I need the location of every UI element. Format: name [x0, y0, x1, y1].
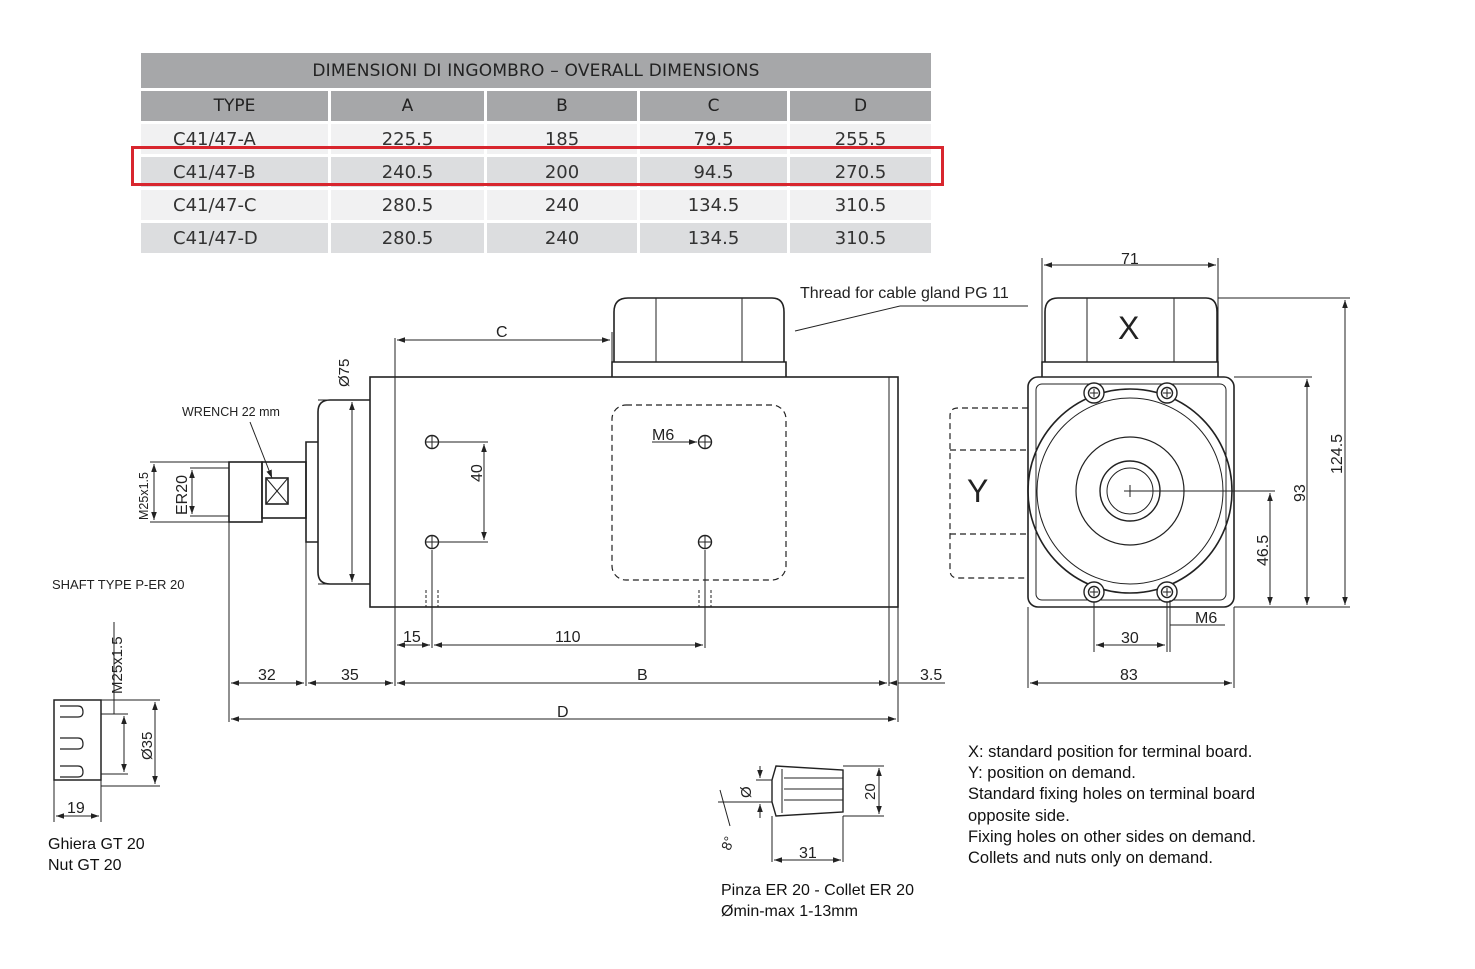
terminal-box-x — [1044, 297, 1218, 362]
cell-b: 240 — [484, 187, 637, 220]
cell-a: 240.5 — [328, 154, 484, 187]
spindle-nut — [228, 461, 263, 523]
collet-caption-line: Ømin-max 1-13mm — [721, 903, 858, 920]
col-header-c: C — [637, 88, 787, 121]
m6-side-label: M6 — [1195, 610, 1217, 627]
note-line: X: standard position for terminal board. — [968, 743, 1253, 761]
cell-d: 270.5 — [787, 154, 931, 187]
dim-b: B — [637, 667, 648, 684]
nut-gt20 — [53, 699, 102, 781]
cell-b: 200 — [484, 154, 637, 187]
dim-d: D — [557, 704, 569, 721]
cell-d: 310.5 — [787, 187, 931, 220]
collet-er20 — [771, 765, 844, 817]
cell-type: C41/47-D — [141, 220, 328, 253]
note-line: Collets and nuts only on demand. — [968, 849, 1213, 868]
cell-c: 94.5 — [637, 154, 787, 187]
er20-label: ER20 — [174, 475, 191, 515]
col-header-d: D — [787, 88, 931, 121]
table-row: C41/47-C 280.5 240 134.5 310.5 — [141, 187, 931, 220]
wrench-flat — [265, 477, 289, 505]
angle-label: 8° — [718, 834, 738, 852]
front-flange — [317, 399, 370, 585]
col-header-a: A — [328, 88, 484, 121]
view-y-label: Y — [967, 473, 988, 509]
dim-71: 71 — [1121, 251, 1139, 268]
table-row: C41/47-B 240.5 200 94.5 270.5 — [141, 154, 931, 187]
dim-dia75: Ø75 — [336, 359, 353, 387]
dim-35: 35 — [341, 667, 359, 684]
dim-46-5: 46.5 — [1255, 535, 1272, 566]
terminal-box-base — [611, 361, 787, 377]
view-x-label: X — [1118, 310, 1139, 346]
dim-31: 31 — [799, 845, 817, 862]
cell-b: 240 — [484, 220, 637, 253]
collet-caption: Pinza ER 20 - Collet ER 20 Ømin-max 1-13… — [721, 880, 914, 922]
dim-15: 15 — [403, 629, 421, 646]
cell-type: C41/47-C — [141, 187, 328, 220]
dim-19: 19 — [67, 800, 85, 817]
terminal-board-outline — [611, 404, 787, 581]
dimensions-table: DIMENSIONI DI INGOMBRO – OVERALL DIMENSI… — [141, 53, 931, 253]
dim-dia35: Ø35 — [139, 732, 156, 760]
motor-body — [369, 376, 899, 608]
cell-c: 134.5 — [637, 187, 787, 220]
dim-110: 110 — [555, 629, 581, 646]
table-title: DIMENSIONI DI INGOMBRO – OVERALL DIMENSI… — [141, 53, 931, 88]
terminal-box — [613, 297, 785, 362]
terminal-box-y-outline — [949, 407, 1028, 579]
dim-83: 83 — [1120, 667, 1138, 684]
dim-c: C — [496, 324, 508, 341]
wrench-label: WRENCH 22 mm — [182, 405, 280, 419]
highlighted-row-frame — [131, 146, 944, 186]
note-line: opposite side. — [968, 806, 1070, 825]
cell-c: 134.5 — [637, 220, 787, 253]
dim-20: 20 — [862, 783, 879, 800]
m25-shaft-label: M25x1.5 — [137, 472, 151, 520]
collet-caption-line: Pinza ER 20 - Collet ER 20 — [721, 882, 914, 899]
note-line: Y: position on demand. — [968, 764, 1136, 783]
dim-40: 40 — [469, 464, 486, 482]
thread-label: Thread for cable gland PG 11 — [800, 285, 1009, 302]
nut-caption-line: Nut GT 20 — [48, 857, 122, 874]
m6-front-label: M6 — [652, 427, 674, 444]
cell-a: 280.5 — [328, 187, 484, 220]
note-line: Fixing holes on other sides on demand. — [968, 827, 1257, 846]
cell-d: 310.5 — [787, 220, 931, 253]
cell-a: 280.5 — [328, 220, 484, 253]
cell-type: C41/47-B — [141, 154, 328, 187]
dim-3-5: 3.5 — [920, 667, 942, 684]
shaft-type-label: SHAFT TYPE P-ER 20 — [52, 577, 184, 592]
side-view-body — [1027, 376, 1235, 608]
dim-124-5: 124.5 — [1329, 434, 1346, 474]
dim-30: 30 — [1121, 630, 1139, 647]
table-row: C41/47-D 280.5 240 134.5 310.5 — [141, 220, 931, 253]
notes-block: X: standard position for terminal board.… — [968, 742, 1256, 869]
dim-32: 32 — [258, 667, 276, 684]
nut-caption: Ghiera GT 20 Nut GT 20 — [48, 834, 145, 876]
col-header-type: TYPE — [141, 88, 328, 121]
note-line: Standard fixing holes on terminal board — [968, 785, 1256, 804]
dim-93: 93 — [1292, 484, 1309, 502]
m25-nut-label: M25x1.5 — [109, 636, 126, 694]
dim-dia-collet: Ø — [738, 786, 755, 798]
col-header-b: B — [484, 88, 637, 121]
nut-caption-line: Ghiera GT 20 — [48, 836, 145, 853]
